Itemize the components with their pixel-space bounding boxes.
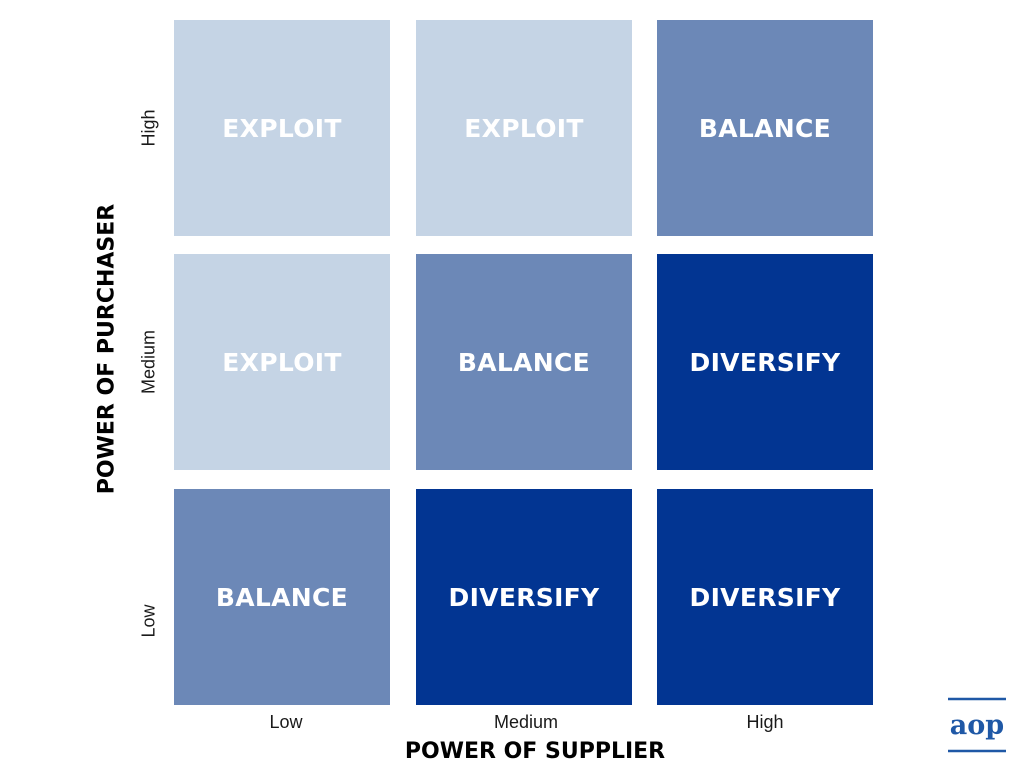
cell-medium-low: EXPLOIT <box>174 254 390 470</box>
cell-low-low: BALANCE <box>174 489 390 705</box>
cell-high-low: EXPLOIT <box>174 20 390 236</box>
cell-low-high: DIVERSIFY <box>657 489 873 705</box>
y-tick-label: Medium <box>138 329 159 395</box>
cell-high-medium: EXPLOIT <box>416 20 632 236</box>
cell-label: DIVERSIFY <box>448 582 600 612</box>
cell-label: BALANCE <box>457 347 591 377</box>
aop-logo-icon: aop <box>948 697 1006 753</box>
cell-label: DIVERSIFY <box>689 582 841 612</box>
x-axis-title: POWER OF SUPPLIER <box>404 739 666 764</box>
logo-text: aop <box>950 710 1004 741</box>
cell-label: BALANCE <box>698 113 832 143</box>
cell-label: BALANCE <box>215 582 349 612</box>
cell-label: DIVERSIFY <box>689 347 841 377</box>
cell-high-high: BALANCE <box>657 20 873 236</box>
x-tick-medium: Medium <box>493 712 559 732</box>
y-tick-label: High <box>138 109 159 147</box>
y-tick-label: Low <box>138 604 159 638</box>
cell-label: EXPLOIT <box>222 113 342 143</box>
y-axis-title: POWER OF PURCHASER <box>94 203 120 495</box>
aop-logo: aop <box>946 697 1008 753</box>
cell-medium-high: DIVERSIFY <box>657 254 873 470</box>
cell-label: EXPLOIT <box>222 347 342 377</box>
cell-low-medium: DIVERSIFY <box>416 489 632 705</box>
x-tick-high: High <box>746 712 784 732</box>
cell-label: EXPLOIT <box>464 113 584 143</box>
x-tick-low: Low <box>269 712 303 732</box>
cell-medium-medium: BALANCE <box>416 254 632 470</box>
